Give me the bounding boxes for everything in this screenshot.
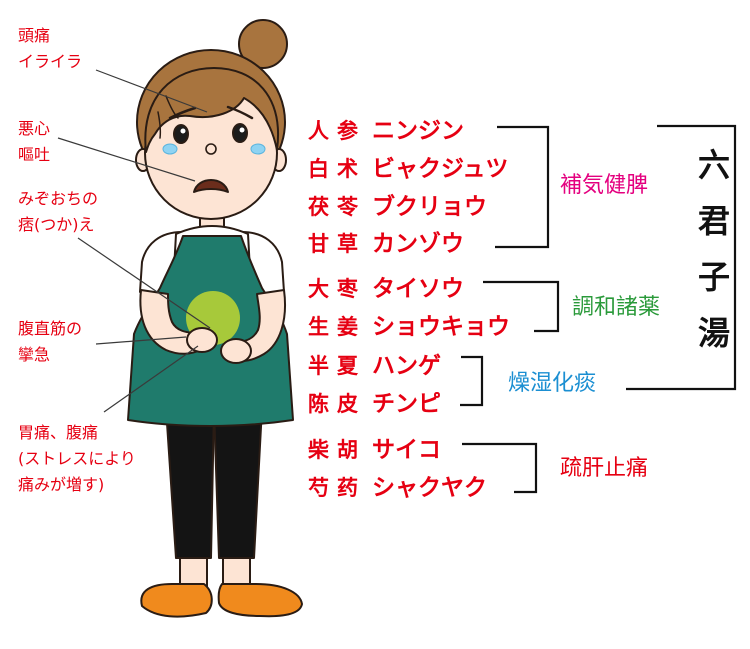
leader-line-headache [95,69,208,113]
herb-kanji: 茯苓 [308,196,366,219]
symptom-line: 胃痛、腹痛 [18,423,99,442]
bracket-group-tonify-qi [495,125,550,249]
herb-kanji: 白术 [308,158,366,181]
herb-reading: ブクリョウ [372,193,487,219]
herb-reading: カンゾウ [372,230,464,256]
bracket-group-soothe-liver [462,442,538,494]
symptom-line: 嘔吐 [18,145,51,164]
hair-bun [238,19,288,69]
leader-line-nausea [57,137,196,182]
symptom-label-stomach-pain: 胃痛、腹痛 (ストレスにより 痛みが増す) [18,420,136,498]
pants-left-leg [165,407,215,559]
herb-reading: ショウキョウ [372,313,510,339]
leader-line-stomach-pain [103,345,199,413]
herb-row-bukuryo: 茯苓ブクリョウ [308,193,487,219]
symptom-label-headache: 頭痛 イライラ [18,23,82,75]
nose [205,143,217,155]
symptom-label-epigastric: みぞおちの 痞(つか)え [18,186,98,238]
woman-illustration [127,19,303,618]
herb-reading: シャクヤク [372,474,487,500]
herb-row-ninjin: 人参ニンジン [308,117,464,143]
symptom-line: 痛みが増す) [18,475,105,494]
right-shoe [217,583,303,618]
herb-row-shokyo: 生姜ショウキョウ [308,313,510,339]
left-tear [162,143,178,155]
left-eye [173,124,189,144]
hair-strand [157,111,162,139]
herb-kanji: 芍药 [308,477,366,500]
herb-reading: ハンゲ [372,352,441,378]
herb-kanji: 甘草 [308,233,366,256]
hair-strand [165,95,179,119]
bracket-group-dry-dampness [460,355,484,407]
group-label-sokan-shitsu: 疏肝止痛 [560,455,649,480]
herb-reading: ニンジン [372,117,464,143]
herb-kanji: 柴胡 [308,439,366,462]
group-label-soshitsu-katan: 燥湿化痰 [508,370,597,395]
pants-right-leg [213,407,263,559]
herb-row-kanzo: 甘草カンゾウ [308,230,464,256]
symptom-label-nausea: 悪心 嘔吐 [18,116,50,168]
symptom-line: 悪心 [18,119,51,138]
herb-row-hange: 半夏ハンゲ [308,352,441,378]
herb-reading: ビャクジュツ [372,155,509,181]
leader-line-epigastric [77,237,211,329]
herb-row-byakujutsu: 白术ビャクジュツ [308,155,508,181]
herb-row-taiso: 大枣タイソウ [308,275,464,301]
herb-kanji: 半夏 [308,355,366,378]
left-hand [186,327,218,353]
bracket-formula [626,124,737,391]
herb-kanji: 生姜 [308,316,366,339]
frowning-mouth [193,179,229,193]
herb-row-chinpi: 陈皮チンピ [308,390,441,416]
right-eye [232,123,248,143]
bangs [144,67,279,153]
brackets [460,124,737,494]
left-eyebrow [168,106,197,120]
herb-kanji: 陈皮 [308,393,366,416]
symptom-line: 腹直筋の [18,319,83,338]
leader-lines [57,69,211,413]
symptom-label-rectus-muscle: 腹直筋の 攣急 [18,316,82,368]
symptom-line: 攣急 [18,345,51,364]
symptom-line: 痞(つか)え [18,215,95,234]
symptom-line: みぞおちの [18,189,99,208]
herb-reading: タイソウ [372,275,464,301]
herb-reading: チンピ [372,390,441,416]
herb-row-shakuyaku: 芍药シャクヤク [308,474,487,500]
right-tear [250,143,266,155]
left-shoe [140,583,213,618]
bracket-group-harmonize [483,280,560,333]
symptom-line: (ストレスにより [18,449,136,468]
right-eyebrow [226,105,254,120]
herb-kanji: 大枣 [308,278,366,301]
group-label-chowa-shoyaku: 調和諸薬 [572,294,661,319]
right-hand [220,338,252,364]
left-eye-highlight [180,128,186,134]
formula-name: 六君子湯 [694,148,730,372]
symptom-line: イライラ [18,52,83,71]
symptom-line: 頭痛 [18,26,51,45]
group-label-hoki-kenpi: 補気健脾 [560,172,649,197]
herb-reading: サイコ [372,436,441,462]
herb-row-saiko: 柴胡サイコ [308,436,441,462]
right-eye-highlight [239,127,245,133]
herb-kanji: 人参 [308,120,366,143]
leader-line-rectus-muscle [95,336,187,345]
